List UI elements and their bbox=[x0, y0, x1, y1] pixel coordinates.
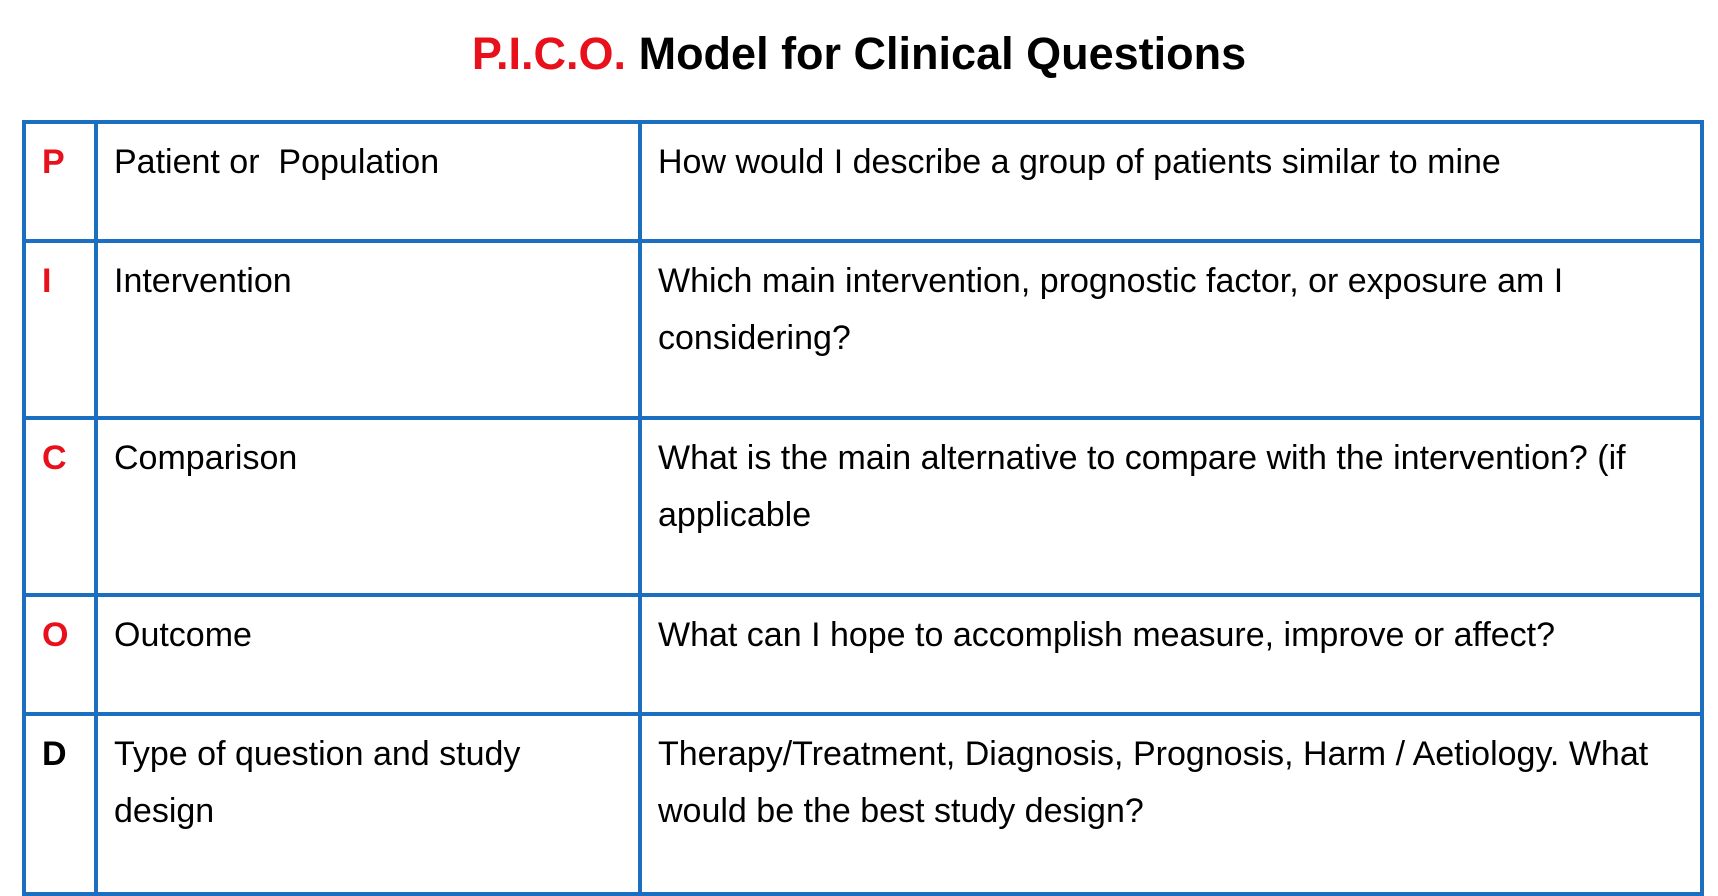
row-question-design: Therapy/Treatment, Diagnosis, Prognosis,… bbox=[638, 712, 1704, 896]
table-row-patient: P Patient or Population How would I desc… bbox=[22, 120, 1704, 243]
page-title: P.I.C.O. Model for Clinical Questions bbox=[0, 28, 1718, 80]
row-question-comparison: What is the main alternative to compare … bbox=[638, 416, 1704, 597]
row-term-patient: Patient or Population bbox=[94, 120, 642, 243]
row-term-outcome: Outcome bbox=[94, 593, 642, 716]
row-term-design: Type of question and study design bbox=[94, 712, 642, 896]
row-letter-o: O bbox=[22, 593, 98, 716]
row-question-intervention: Which main intervention, prognostic fact… bbox=[638, 239, 1704, 420]
table-row-comparison: C Comparison What is the main alternativ… bbox=[22, 416, 1704, 597]
table-row-intervention: I Intervention Which main intervention, … bbox=[22, 239, 1704, 420]
row-question-outcome: What can I hope to accomplish measure, i… bbox=[638, 593, 1704, 716]
row-letter-i: I bbox=[22, 239, 98, 420]
pico-table: P Patient or Population How would I desc… bbox=[22, 120, 1704, 896]
row-term-intervention: Intervention bbox=[94, 239, 642, 420]
row-letter-c: C bbox=[22, 416, 98, 597]
row-question-patient: How would I describe a group of patients… bbox=[638, 120, 1704, 243]
table-row-outcome: O Outcome What can I hope to accomplish … bbox=[22, 593, 1704, 716]
row-letter-d: D bbox=[22, 712, 98, 896]
row-term-comparison: Comparison bbox=[94, 416, 642, 597]
table-row-design: D Type of question and study design Ther… bbox=[22, 712, 1704, 896]
title-text: Model for Clinical Questions bbox=[638, 28, 1247, 79]
title-acronym: P.I.C.O. bbox=[471, 28, 627, 79]
row-letter-p: P bbox=[22, 120, 98, 243]
